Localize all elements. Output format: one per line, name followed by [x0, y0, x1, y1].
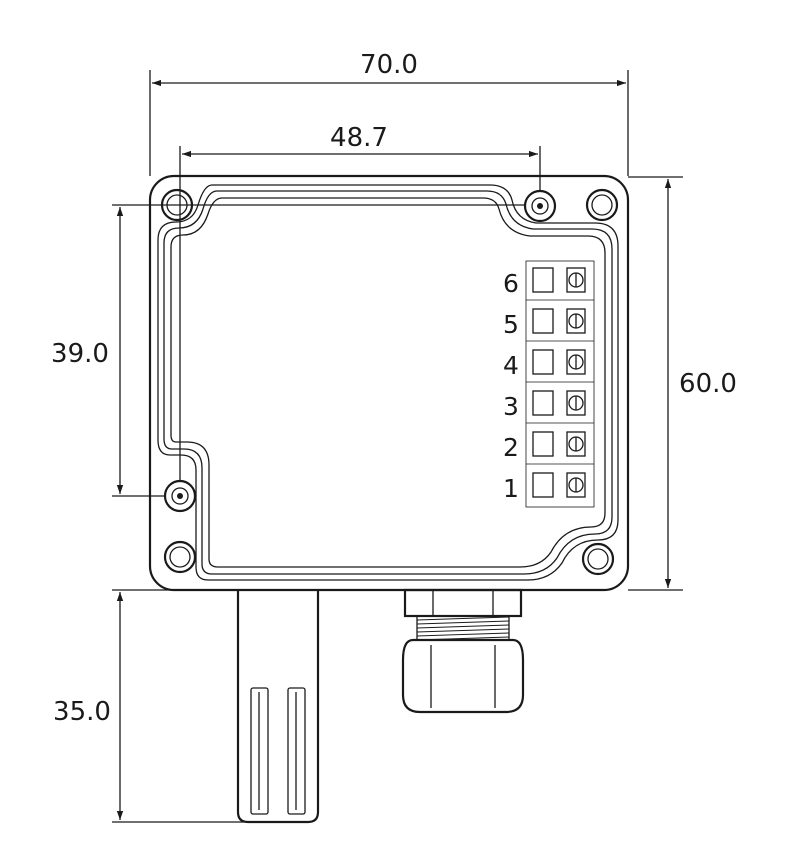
terminal-6	[526, 267, 594, 301]
mount-hole-top-right	[585, 188, 619, 222]
terminal-5	[526, 308, 594, 342]
sensor-probe	[236, 590, 320, 824]
dim-probe-length: 35.0	[53, 697, 111, 727]
terminal-label-1: 1	[503, 474, 519, 503]
terminal-3	[526, 390, 594, 424]
terminal-label-3: 3	[503, 392, 519, 421]
mount-hole-bottom-right	[581, 542, 615, 576]
terminal-label-5: 5	[503, 310, 519, 339]
gland-thread	[416, 616, 510, 641]
inner-gasket-outer	[157, 184, 619, 581]
dimension-labels: 70.0 48.7 39.0 60.0 35.0	[51, 50, 737, 727]
inner-gasket-middle	[163, 190, 613, 575]
mount-hole-bottom-left	[163, 540, 197, 574]
dim-overall-width: 70.0	[360, 50, 418, 80]
inner-gasket-inner	[170, 197, 606, 568]
terminal-label-2: 2	[503, 433, 519, 462]
mount-hole-top-right-inner	[523, 189, 557, 223]
terminal-label-4: 4	[503, 351, 519, 380]
terminal-block: 6 5 4 3 2 1	[503, 260, 595, 508]
dim-hole-spacing-width: 48.7	[330, 123, 388, 153]
terminal-4	[526, 349, 594, 383]
dim-hole-spacing-height: 39.0	[51, 339, 109, 369]
dimension-lines	[116, 79, 672, 820]
enclosure-body	[148, 174, 630, 592]
dim-overall-height: 60.0	[679, 369, 737, 399]
terminal-label-6: 6	[503, 269, 519, 298]
terminal-2	[526, 431, 594, 465]
cable-gland	[401, 588, 525, 714]
terminal-1	[532, 472, 586, 498]
mount-hole-left-inner	[163, 479, 197, 513]
extension-lines	[112, 70, 683, 823]
